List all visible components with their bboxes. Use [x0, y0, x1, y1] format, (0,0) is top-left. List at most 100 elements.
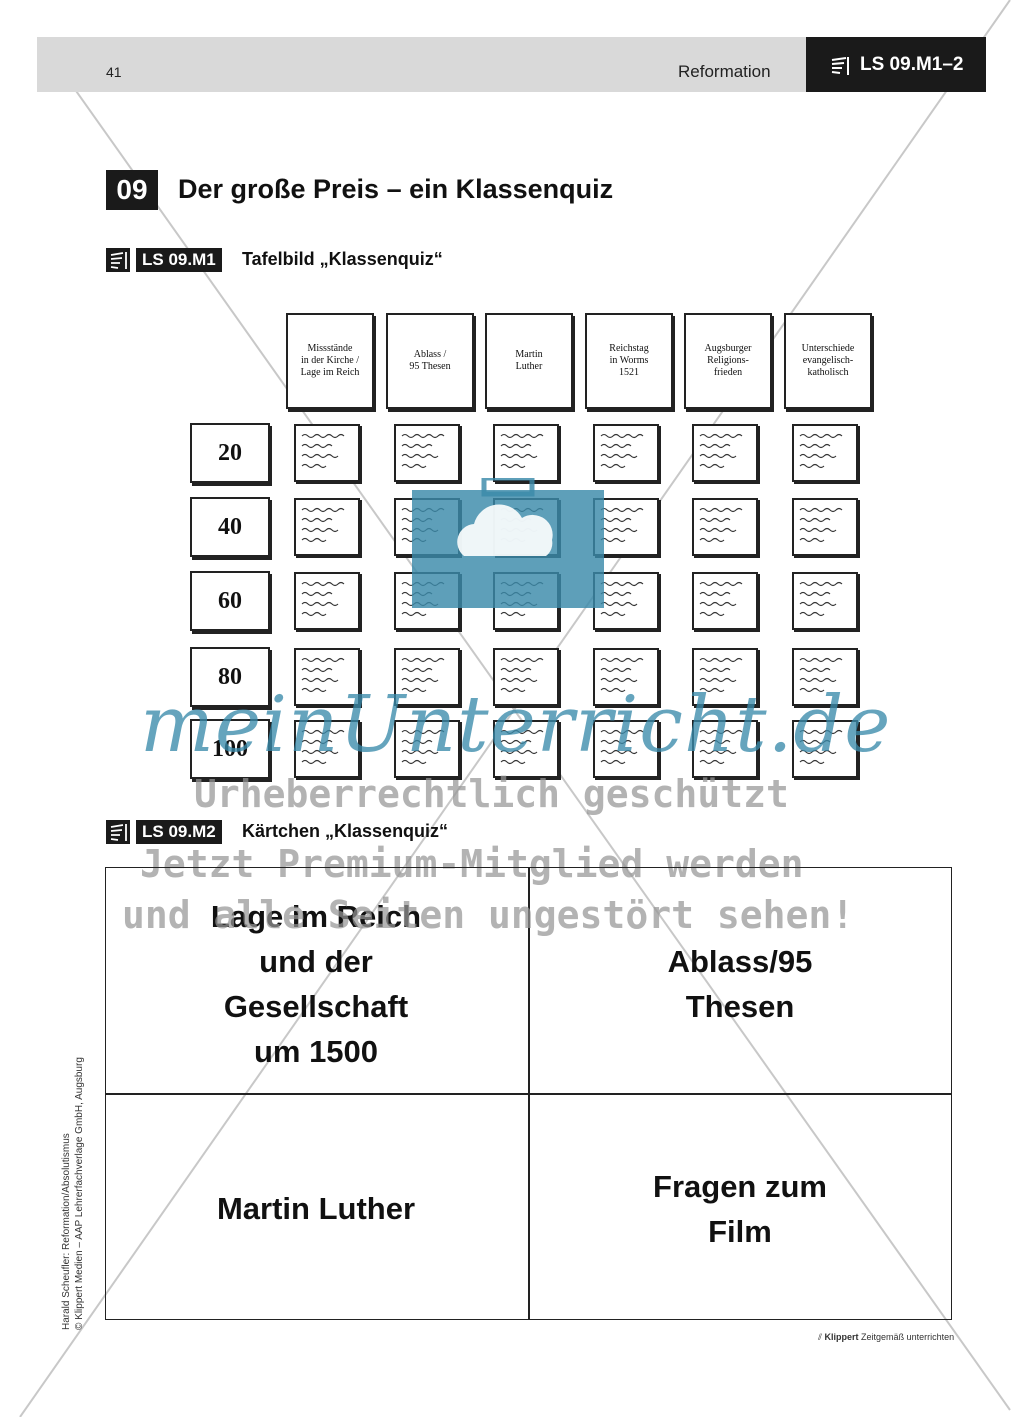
question-card — [792, 720, 858, 778]
question-card — [493, 424, 559, 482]
grid-divider — [106, 1093, 951, 1095]
header-code-badge: LS 09.M1–2 — [806, 37, 986, 92]
handwriting-scribble-icon — [699, 729, 743, 765]
handwriting-scribble-icon — [600, 507, 644, 543]
handwriting-scribble-icon — [301, 581, 345, 617]
card-text: Lage im Reich und der Gesellschaft um 15… — [210, 899, 422, 1069]
page-number: 41 — [106, 64, 122, 80]
header-code: LS 09.M1–2 — [860, 54, 964, 75]
header-topic: Reformation — [678, 62, 771, 81]
material-title: Tafelbild „Klassenquiz“ — [242, 249, 443, 269]
points-value: 40 — [190, 497, 270, 557]
question-card — [593, 720, 659, 778]
handwriting-scribble-icon — [301, 433, 345, 469]
briefcase-cloud-icon — [412, 478, 604, 608]
handwriting-scribble-icon — [301, 729, 345, 765]
material-title: Kärtchen „Klassenquiz“ — [242, 821, 449, 841]
points-value: 60 — [190, 571, 270, 631]
question-card — [394, 720, 460, 778]
question-card — [692, 720, 758, 778]
klippert-icon — [831, 57, 849, 75]
question-card — [792, 424, 858, 482]
question-card — [294, 648, 360, 706]
question-card — [593, 498, 659, 556]
category-label: Augsburger Religions- frieden — [704, 343, 752, 378]
handwriting-scribble-icon — [799, 729, 843, 765]
handwriting-scribble-icon — [699, 657, 743, 693]
header-bar — [37, 37, 807, 92]
question-card — [294, 424, 360, 482]
handwriting-scribble-icon — [799, 507, 843, 543]
handwriting-scribble-icon — [600, 729, 644, 765]
question-card — [294, 720, 360, 778]
question-card — [394, 648, 460, 706]
material-code: LS 09.M1 — [136, 248, 222, 272]
watermark-logo: meinUnterricht.de — [140, 680, 892, 770]
category-label: Missstände in der Kirche / Lage im Reich — [300, 343, 360, 378]
copyright-credit: Harald Scheufler: Reformation/Absolutism… — [60, 1057, 86, 1330]
credit-line: © Klippert Medien – AAP Lehrerfachverlag… — [74, 1057, 85, 1330]
question-card — [792, 648, 858, 706]
watermark-line-2: Jetzt Premium-Mitglied werden — [140, 842, 804, 886]
section-number: 09 — [106, 170, 158, 210]
card-text: Fragen zum Film — [653, 1169, 827, 1249]
brand-tagline: Zeitgemäß unterrichten — [861, 1332, 955, 1342]
klippert-icon: ⫽ — [818, 1332, 825, 1342]
handwriting-scribble-icon — [600, 581, 644, 617]
question-card — [593, 424, 659, 482]
question-card — [792, 572, 858, 630]
handwriting-scribble-icon — [799, 433, 843, 469]
handwriting-scribble-icon — [401, 729, 445, 765]
material-code: LS 09.M2 — [136, 820, 222, 844]
points-value: 80 — [190, 647, 270, 707]
category-header: Unterschiede evangelisch- katholisch — [784, 313, 872, 409]
question-card — [692, 648, 758, 706]
handwriting-scribble-icon — [500, 729, 544, 765]
question-card — [792, 498, 858, 556]
handwriting-scribble-icon — [699, 433, 743, 469]
question-card — [692, 424, 758, 482]
question-card — [294, 498, 360, 556]
points-value: 20 — [190, 423, 270, 483]
card-text: Ablass/95 Thesen — [667, 944, 813, 1024]
question-card — [593, 648, 659, 706]
question-card — [493, 720, 559, 778]
category-header: Ablass / 95 Thesen — [386, 313, 474, 409]
handwriting-scribble-icon — [699, 507, 743, 543]
handwriting-scribble-icon — [699, 581, 743, 617]
card-text: Martin Luther — [216, 1191, 416, 1226]
category-label: Martin Luther — [515, 349, 543, 372]
handwriting-scribble-icon — [301, 507, 345, 543]
handwriting-scribble-icon — [301, 657, 345, 693]
category-header: Augsburger Religions- frieden — [684, 313, 772, 409]
handwriting-scribble-icon — [600, 433, 644, 469]
handwriting-scribble-icon — [500, 657, 544, 693]
klippert-icon — [106, 248, 130, 272]
category-label: Unterschiede evangelisch- katholisch — [801, 343, 855, 378]
handwriting-scribble-icon — [401, 433, 445, 469]
credit-line: Harald Scheufler: Reformation/Absolutism… — [61, 1133, 72, 1330]
brand-name: Klippert — [824, 1332, 859, 1342]
category-header: Missstände in der Kirche / Lage im Reich — [286, 313, 374, 409]
category-label: Reichstag in Worms 1521 — [609, 343, 649, 378]
handwriting-scribble-icon — [401, 657, 445, 693]
footer-brand: ⫽ Klippert Zeitgemäß unterrichten — [818, 1332, 954, 1343]
handwriting-scribble-icon — [799, 657, 843, 693]
category-header: Reichstag in Worms 1521 — [585, 313, 673, 409]
klippert-icon — [106, 820, 130, 844]
question-card — [593, 572, 659, 630]
question-card — [692, 572, 758, 630]
handwriting-scribble-icon — [799, 581, 843, 617]
category-header: Martin Luther — [485, 313, 573, 409]
question-card — [394, 424, 460, 482]
question-card — [294, 572, 360, 630]
category-label: Ablass / 95 Thesen — [409, 349, 451, 372]
quiz-cards-grid: Lage im Reich und der Gesellschaft um 15… — [105, 867, 952, 1320]
handwriting-scribble-icon — [500, 433, 544, 469]
question-card — [692, 498, 758, 556]
question-card — [493, 648, 559, 706]
watermark-line-1: Urheberrechtlich geschützt — [194, 772, 789, 816]
handwriting-scribble-icon — [600, 657, 644, 693]
section-title: Der große Preis – ein Klassenquiz — [178, 174, 614, 204]
watermark-line-3: und alle Seiten ungestört sehen! — [122, 893, 855, 937]
